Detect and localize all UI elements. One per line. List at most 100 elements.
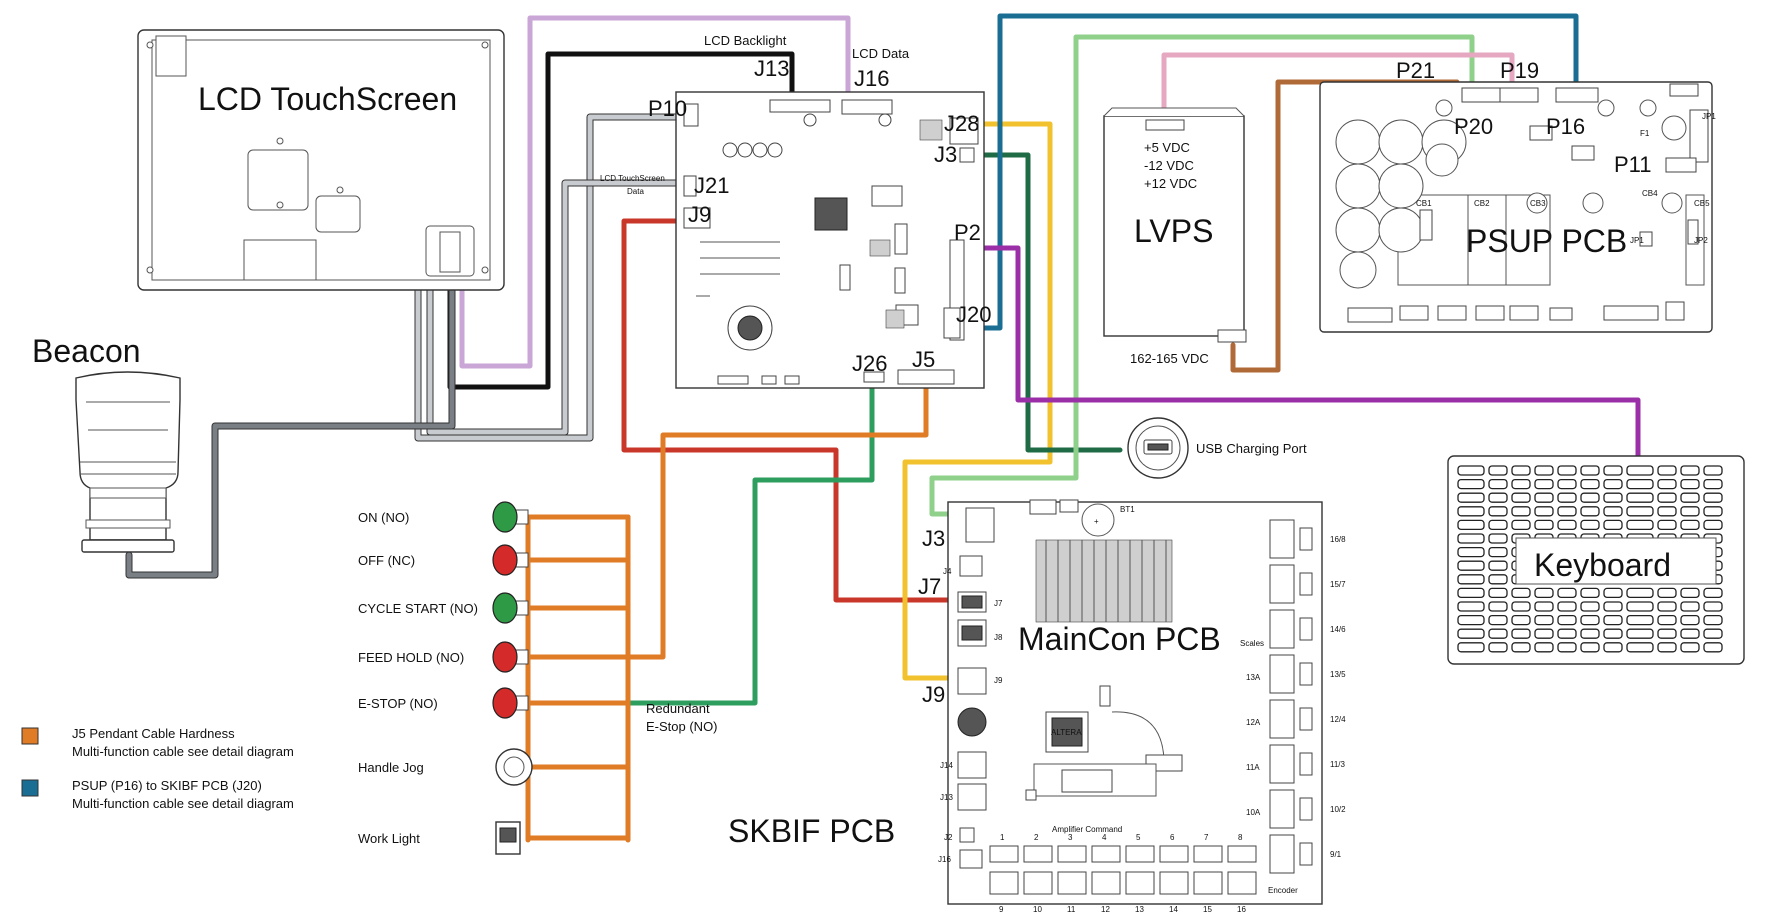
encoder-port	[1269, 564, 1295, 604]
lvps-board	[1103, 115, 1245, 337]
keyboard-key	[1457, 465, 1485, 476]
keyboard-key	[1557, 614, 1577, 626]
keyboard-key	[1603, 506, 1623, 517]
label-j3-skbif: J3	[934, 142, 957, 167]
keyboard-key	[1511, 587, 1531, 599]
keyboard-key	[1703, 465, 1723, 476]
keyboard-key	[1557, 465, 1577, 476]
legend-swatch-orange	[21, 727, 39, 745]
keyboard-key	[1488, 587, 1508, 599]
keyboard-key	[1626, 506, 1654, 517]
amp-port-top	[1159, 845, 1189, 863]
lvps-title: LVPS	[1134, 213, 1213, 249]
keyboard-key	[1557, 587, 1577, 599]
keyboard-key	[1657, 465, 1677, 476]
label-j7-small: J7	[994, 599, 1003, 608]
keyboard-key	[1511, 519, 1531, 531]
keyboard-key	[1580, 492, 1600, 503]
svg-text:+: +	[1094, 517, 1099, 526]
encoder-port-latch	[1299, 527, 1313, 551]
label-encoder: Encoder	[1268, 886, 1298, 895]
label-j13-small: J13	[940, 793, 953, 802]
keyboard-key	[1534, 478, 1554, 490]
keyboard-key	[1511, 478, 1531, 490]
keyboard-key	[1580, 506, 1600, 517]
maincon-title: MainCon PCB	[1018, 621, 1221, 657]
keyboard-key	[1534, 601, 1554, 612]
keyboard-key	[1657, 478, 1677, 490]
keyboard-key	[1703, 614, 1723, 626]
amp-port-top	[1125, 845, 1155, 863]
keyboard-key	[1703, 587, 1723, 599]
scale-port-label: 13A	[1246, 673, 1261, 682]
amp-bottom-number: 15	[1203, 905, 1212, 914]
label-j16: J16	[854, 66, 889, 91]
keyboard-key	[1626, 465, 1654, 476]
keyboard-key	[1657, 614, 1677, 626]
wire-gray-beacon	[126, 229, 455, 578]
keyboard-key	[1657, 506, 1677, 517]
keyboard-key	[1534, 587, 1554, 599]
amp-port-bottom	[1159, 871, 1189, 895]
encoder-port-latch	[1299, 572, 1313, 596]
wire-harness	[125, 13, 1641, 843]
keyboard-key	[1680, 519, 1700, 531]
wire-yellow-j28-j9	[902, 121, 1053, 681]
keyboard-key	[1457, 519, 1485, 531]
legend-blue-line1: PSUP (P16) to SKIBF PCB (J20)	[72, 778, 262, 793]
beacon-body	[75, 371, 181, 541]
amp-top-number: 2	[1034, 833, 1039, 842]
keyboard-key	[1603, 478, 1623, 490]
keyboard-key	[1488, 614, 1508, 626]
label-j8-small: J8	[994, 633, 1003, 642]
amp-top-number: 7	[1204, 833, 1209, 842]
keyboard-key	[1511, 614, 1531, 626]
keyboard-key	[1511, 506, 1531, 517]
keyboard-key	[1488, 492, 1508, 503]
label-j9-maincon: J9	[922, 682, 945, 707]
keyboard-key	[1703, 492, 1723, 503]
keyboard-key	[1680, 492, 1700, 503]
keyboard-key	[1557, 628, 1577, 639]
handle-jog-knob	[503, 756, 525, 778]
label-j9-small: J9	[994, 676, 1003, 685]
label-bt1: BT1	[1120, 505, 1135, 514]
psup-title: PSUP PCB	[1466, 223, 1627, 259]
scale-port-label: 12A	[1246, 718, 1261, 727]
label-j21: J21	[694, 173, 729, 198]
keyboard-key	[1703, 506, 1723, 517]
amp-port-top	[989, 845, 1019, 863]
right-port-label: 12/4	[1330, 715, 1346, 724]
pendant-button-label: OFF (NC)	[358, 553, 415, 568]
keyboard-key	[1488, 560, 1508, 571]
keyboard-key	[1580, 642, 1600, 653]
keyboard-key	[1580, 465, 1600, 476]
keyboard-key	[1580, 478, 1600, 490]
wire-gray-lcd-p10-fill	[415, 114, 684, 441]
wire-green-j26-estop	[545, 377, 875, 706]
amp-bottom-number: 10	[1033, 905, 1042, 914]
keyboard-key	[1680, 628, 1700, 639]
wire-red-j9-j7	[621, 218, 965, 603]
keyboard-key	[1657, 519, 1677, 531]
work-light-rocker	[499, 827, 517, 843]
keyboard-key	[1488, 574, 1508, 585]
amp-port-bottom	[1193, 871, 1223, 895]
amp-top-number: 8	[1238, 833, 1243, 842]
wire-lightgray-lcd-j21	[427, 180, 684, 435]
lcd-title: LCD TouchScreen	[198, 81, 457, 117]
pendant-button-label: ON (NO)	[358, 510, 409, 525]
amp-port-bottom	[1057, 871, 1087, 895]
keyboard-key	[1457, 628, 1485, 639]
encoder-port	[1269, 699, 1295, 739]
pendant-controls: Redundant E-Stop (NO) ON (NO)OFF (NC)CYC…	[358, 501, 718, 855]
keyboard-key	[1680, 587, 1700, 599]
wire-lavender-lcd-data	[459, 15, 851, 369]
keyboard-key	[1557, 492, 1577, 503]
scale-port-label: 10A	[1246, 808, 1261, 817]
keyboard-key	[1703, 628, 1723, 639]
pendant-button-cap	[492, 641, 518, 673]
amp-bottom-number: 9	[999, 905, 1004, 914]
